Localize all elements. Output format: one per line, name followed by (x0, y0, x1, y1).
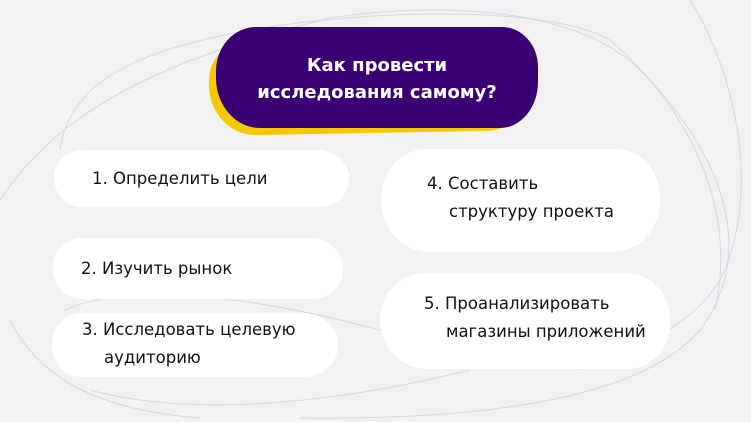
step-text: Изучить рынок (102, 258, 233, 278)
step-2-card: 2. Изучить рынок (53, 238, 343, 299)
step-1-card: 1. Определить цели (54, 150, 349, 207)
step-number: 4. (427, 173, 443, 193)
title-line-1: Как провести (306, 54, 448, 76)
step-1-label: 1. Определить цели (92, 165, 267, 193)
step-4-label: 4. Составить структуру проекта (427, 170, 614, 226)
step-4-card: 4. Составить структуру проекта (381, 149, 660, 252)
step-text: Определить цели (113, 168, 268, 188)
step-text: Исследовать целевую (103, 320, 296, 339)
step-number: 2. (81, 258, 97, 278)
step-text: Составить (448, 173, 539, 193)
step-number: 1. (92, 168, 108, 188)
step-text-continued: структуру проекта (449, 201, 614, 221)
step-text-continued: аудиторию (104, 348, 201, 367)
step-5-label: 5. Проанализировать магазины приложений (424, 290, 646, 346)
step-3-card: 3. Исследовать целевую аудиторию (52, 313, 338, 377)
step-text-continued: магазины приложений (446, 322, 646, 341)
page-title: Как провести исследования самому? (257, 50, 496, 106)
title-line-2: исследования самому? (257, 81, 497, 103)
step-5-card: 5. Проанализировать магазины приложений (380, 273, 670, 369)
step-text: Проанализировать (445, 294, 610, 313)
step-3-label: 3. Исследовать целевую аудиторию (82, 316, 296, 372)
step-number: 5. (424, 294, 440, 313)
title-badge: Как провести исследования самому? (216, 27, 538, 128)
step-number: 3. (82, 320, 98, 339)
step-2-label: 2. Изучить рынок (81, 255, 232, 283)
